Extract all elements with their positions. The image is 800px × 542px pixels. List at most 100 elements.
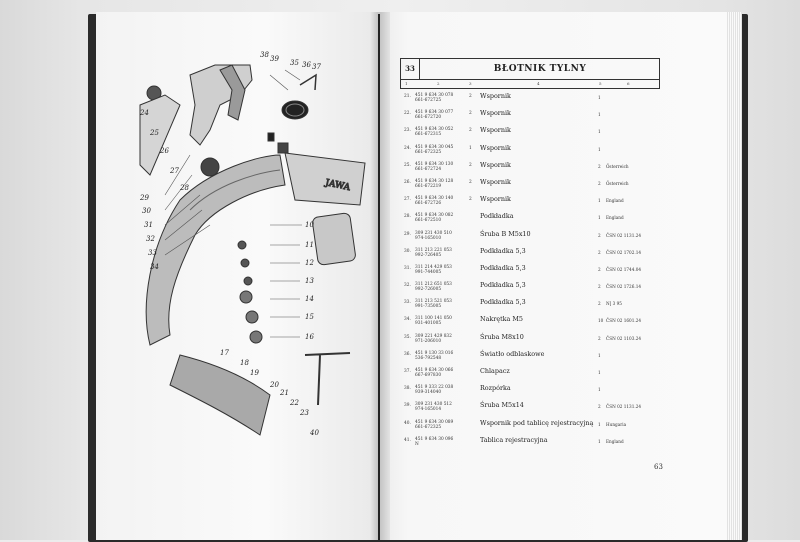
part-unit-count: 2 — [598, 232, 601, 238]
part-unit-count: 1 — [598, 438, 601, 444]
part-position: 26. — [404, 179, 411, 185]
part-code: 451 9 634 30 128 — [415, 178, 454, 184]
part-name: Śruba M5x14 — [480, 401, 524, 410]
part-code: 451 9 634 30 130 — [415, 161, 454, 167]
part-code: 451 9 634 30 077 — [415, 110, 454, 116]
mudflap-part — [284, 152, 366, 206]
part-name: Śruba B M5x10 — [480, 229, 531, 238]
diagram-callout-label: 22 — [289, 399, 299, 407]
part-position: 21. — [404, 94, 411, 99]
diagram-callout-label: 23 — [299, 409, 309, 417]
part-note: ČSN 02 1744.04 — [606, 266, 642, 272]
part-position: 41. — [404, 437, 411, 443]
col-number: 6 — [627, 81, 630, 86]
part-position: 39. — [404, 403, 411, 409]
part-code: 974-165014 — [415, 407, 442, 413]
diagram-callout-label: 20 — [269, 381, 279, 389]
part-name: Wspornik pod tablicę rejestracyjną — [480, 418, 594, 427]
part-unit-count: 2 — [598, 404, 601, 410]
part-quantity: 2 — [469, 162, 472, 168]
part-unit-count: 10 — [598, 318, 604, 324]
part-position: 25. — [404, 162, 411, 168]
part-name: Światło odblaskowe — [480, 349, 545, 358]
part-position: 22. — [404, 111, 411, 117]
part-quantity: 2 — [469, 94, 472, 99]
part-code: 309 231 430 510 — [415, 230, 452, 236]
part-unit-count: 2 — [598, 249, 601, 255]
part-name: Rozpórka — [480, 384, 511, 393]
part-position: 36. — [404, 351, 411, 357]
part-code: 311 213 221 053 — [415, 247, 452, 253]
part-position: 38. — [404, 386, 411, 392]
diagram-callout-label: 13 — [305, 277, 314, 285]
part-unit-count: 1 — [598, 352, 601, 358]
part-code: 309 231 430 512 — [415, 402, 452, 408]
part-unit-count: 2 — [598, 180, 601, 186]
part-quantity: 2 — [469, 111, 472, 117]
part-position: 34. — [404, 317, 411, 323]
right-page — [380, 12, 732, 540]
diagram-callout-label: 29 — [139, 194, 149, 202]
diagram-callout-label: 35 — [290, 59, 299, 67]
part-name: Wspornik — [480, 109, 511, 118]
diagram-callout-label: 11 — [305, 241, 314, 249]
part-position: 30. — [404, 248, 411, 254]
part-code: 309 221 429 832 — [415, 333, 452, 339]
part-position: 28. — [404, 214, 411, 220]
diagram-callout-label: 19 — [250, 369, 259, 377]
part-name: Chlapacz — [480, 367, 510, 375]
part-code: 451 9 634 30 140 — [415, 196, 454, 202]
diagram-callout-label: 39 — [270, 55, 279, 63]
part-code: 451 9 333 22 038 — [415, 385, 454, 391]
part-code: 311 100 141 050 — [415, 316, 452, 322]
diagram-callout-label: 17 — [220, 349, 229, 357]
diagram-callout-label: 10 — [305, 221, 314, 229]
section-title: BŁOTNIK TYLNY — [493, 64, 587, 74]
part-code: 991-735005 — [415, 304, 442, 310]
diagram-callout-label: 26 — [159, 147, 169, 155]
part-code: 992-726405 — [415, 252, 442, 258]
part-quantity: 2 — [469, 179, 472, 185]
part-code: 451 9 634 30 052 — [415, 127, 454, 133]
part-name: Wspornik — [480, 177, 511, 186]
part-code: 451 9 634 30 078 — [415, 93, 454, 98]
part-note: England — [606, 438, 624, 444]
part-position: 31. — [404, 265, 411, 271]
part-code: 661-672510 — [415, 218, 442, 224]
part-name: Wspornik — [480, 126, 511, 135]
part-position: 32. — [404, 283, 411, 289]
part-note: N] 3 95 — [606, 301, 622, 307]
part-unit-count: 1 — [598, 387, 601, 393]
part-unit-count: 2 — [598, 284, 601, 290]
part-name: Śruba M8x10 — [480, 332, 524, 341]
part-code: 661-672325 — [415, 424, 442, 430]
part-note: Hungaria — [606, 421, 627, 427]
license-plate-part — [312, 212, 356, 266]
diagram-callout-label: 30 — [142, 207, 151, 215]
part-code: N — [415, 441, 419, 447]
part-quantity: 1 — [469, 145, 472, 151]
part-name: Podkładka 5,3 — [480, 246, 526, 255]
part-name: Podkładka — [480, 212, 514, 221]
diagram-callout-label: 25 — [149, 129, 159, 137]
part-name: Tablica rejestracyjna — [480, 435, 548, 444]
